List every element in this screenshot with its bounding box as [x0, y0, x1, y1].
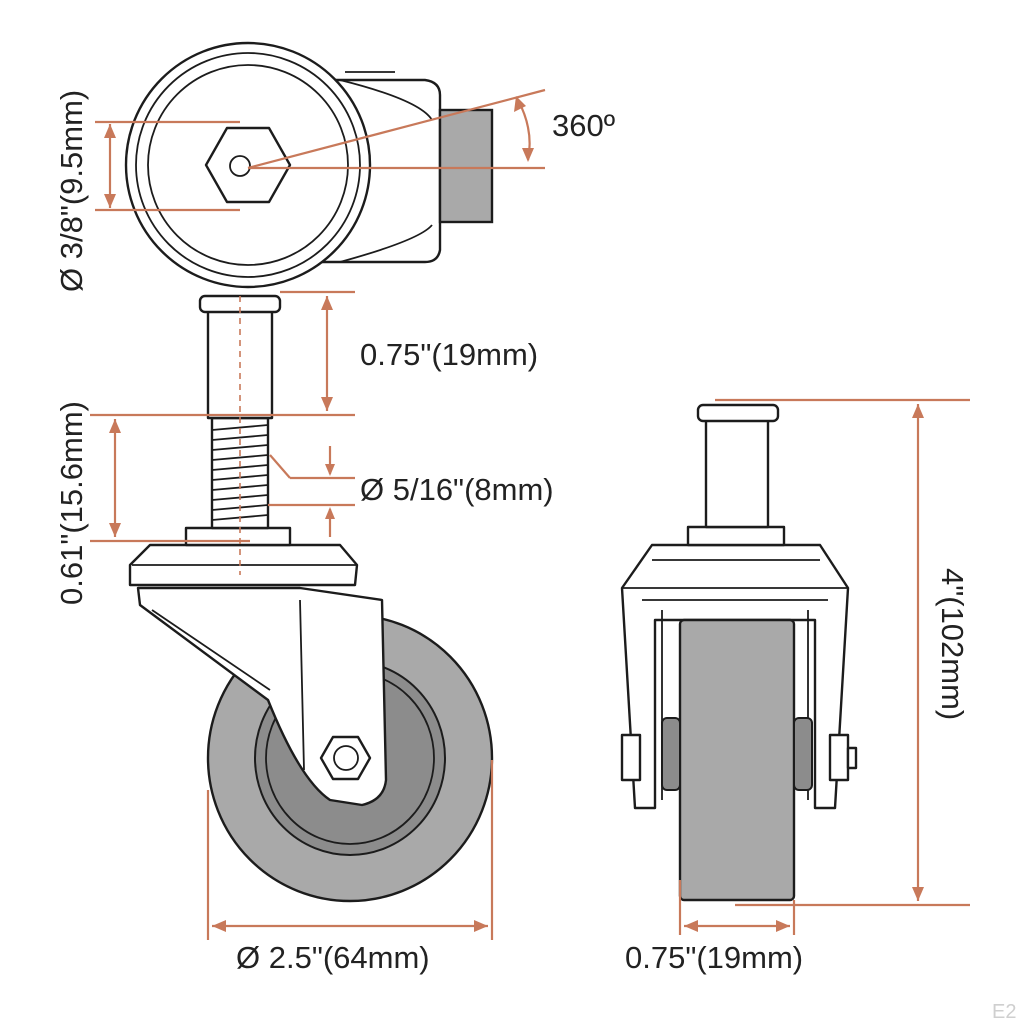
stem-length-label: 0.75"(19mm): [360, 337, 538, 372]
front-view-axle-nut-left: [620, 733, 642, 782]
front-view-dimensions: [678, 398, 970, 935]
top-view: [124, 41, 494, 289]
top-view-dimensions: [95, 88, 546, 212]
side-view-dimensions: [90, 290, 494, 940]
side-view-axle-nut: [319, 735, 372, 781]
swivel-label: 360º: [552, 108, 615, 143]
top-view-hex-nut: [204, 126, 292, 204]
thread-diameter-label: Ø 5/16"(8mm): [360, 472, 554, 507]
top-view-plate-ring: [135, 52, 361, 278]
front-view-washer: [686, 525, 786, 547]
front-view-wheel: [678, 618, 796, 902]
top-view-wheel-tread: [438, 108, 494, 224]
side-view-axle: [333, 745, 359, 771]
plate-hole-label: Ø 3/8"(9.5mm): [54, 90, 89, 292]
wheel-width-label: 0.75"(19mm): [625, 940, 803, 975]
front-view-stem-cap: [696, 403, 780, 423]
front-view-hub-left: [661, 717, 681, 791]
overall-height-label: 4"(102mm): [935, 568, 970, 720]
wheel-diameter-label: Ø 2.5"(64mm): [236, 940, 430, 975]
corner-tag: E2: [992, 1001, 1016, 1023]
side-view-fork-edge: [151, 599, 305, 771]
front-view-stem: [704, 418, 770, 529]
front-view-hub-right: [793, 717, 813, 791]
front-view-axle-nut-right: [828, 733, 850, 782]
top-view-block-bevel: [339, 71, 433, 263]
top-view-hole: [229, 155, 251, 177]
side-view-washer: [184, 526, 292, 547]
top-view-plate-inner: [147, 64, 349, 266]
front-view: [620, 403, 858, 902]
side-view: [128, 294, 494, 903]
thread-length-label: 0.61"(15.6mm): [54, 401, 89, 605]
